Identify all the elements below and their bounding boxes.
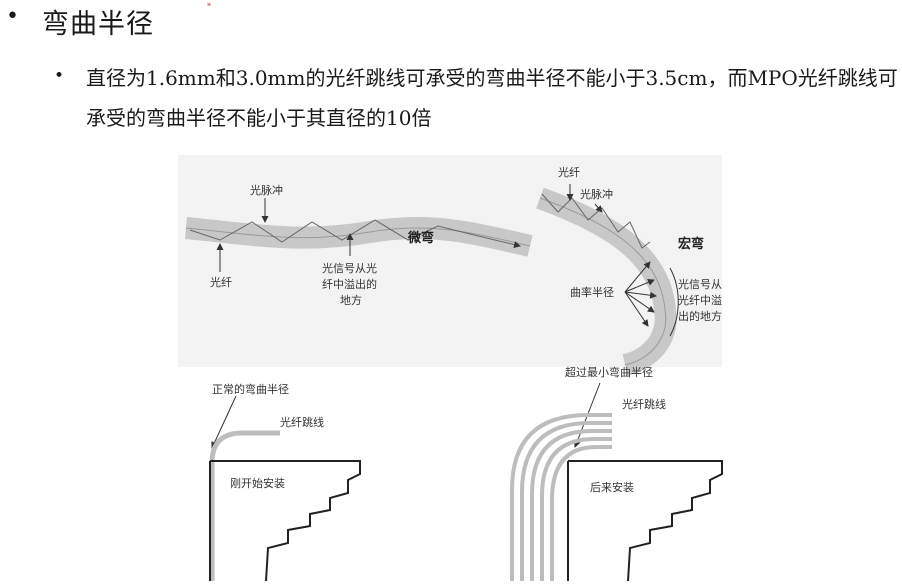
heading-bullet: • xyxy=(6,4,19,29)
exceed-install-label: 后来安装 xyxy=(590,480,634,494)
macro-fiber-label: 光纤 xyxy=(558,165,580,179)
page-title: 弯曲半径 xyxy=(42,9,154,40)
macro-bend-diagram: 光纤 光脉冲 宏弯 曲率半径 光信号从 光纤中溢 出的地方 xyxy=(536,165,722,376)
macro-leak-label-3: 出的地方 xyxy=(678,309,722,323)
exceed-radius-label: 超过最小弯曲半径 xyxy=(565,365,653,379)
micro-leak-label-1: 光信号从光 xyxy=(322,261,377,275)
micro-fiber-label: 光纤 xyxy=(210,275,232,289)
normal-install-label: 刚开始安装 xyxy=(230,476,285,490)
macro-bend-title: 宏弯 xyxy=(678,236,704,252)
normal-bend-diagram: 正常的弯曲半径 光纤跳线 刚开始安装 xyxy=(209,382,361,582)
normal-radius-label: 正常的弯曲半径 xyxy=(212,382,289,396)
exceed-bend-diagram: 超过最小弯曲半径 光纤跳线 后来安装 xyxy=(510,365,723,582)
micro-leak-label-2: 纤中溢出的 xyxy=(322,277,377,291)
bend-radius-figure: 光脉冲 光纤 光信号从光 纤中溢出的 地方 微弯 光纤 光脉冲 宏弯 曲率半径 … xyxy=(170,150,730,582)
exceed-patch-label: 光纤跳线 xyxy=(622,397,666,411)
bend-illustration: 光脉冲 光纤 光信号从光 纤中溢出的 地方 微弯 光纤 光脉冲 宏弯 曲率半径 … xyxy=(178,155,723,582)
macro-leak-label-2: 光纤中溢 xyxy=(678,293,722,307)
point-bullet: • xyxy=(54,66,65,86)
corner-mark: * xyxy=(207,2,211,11)
micro-leak-label-3: 地方 xyxy=(340,293,362,307)
bend-radius-text: 直径为1.6mm和3.0mm的光纤跳线可承受的弯曲半径不能小于3.5cm，而MP… xyxy=(86,66,898,130)
micro-bend-title: 微弯 xyxy=(407,230,434,246)
macro-radius-label: 曲率半径 xyxy=(570,285,614,299)
macro-leak-label-1: 光信号从 xyxy=(678,277,722,291)
micro-pulse-label: 光脉冲 xyxy=(250,183,283,197)
micro-bend-diagram: 光脉冲 光纤 光信号从光 纤中溢出的 地方 微弯 xyxy=(184,183,533,307)
normal-patch-label: 光纤跳线 xyxy=(280,415,324,429)
macro-pulse-label: 光脉冲 xyxy=(580,187,613,201)
